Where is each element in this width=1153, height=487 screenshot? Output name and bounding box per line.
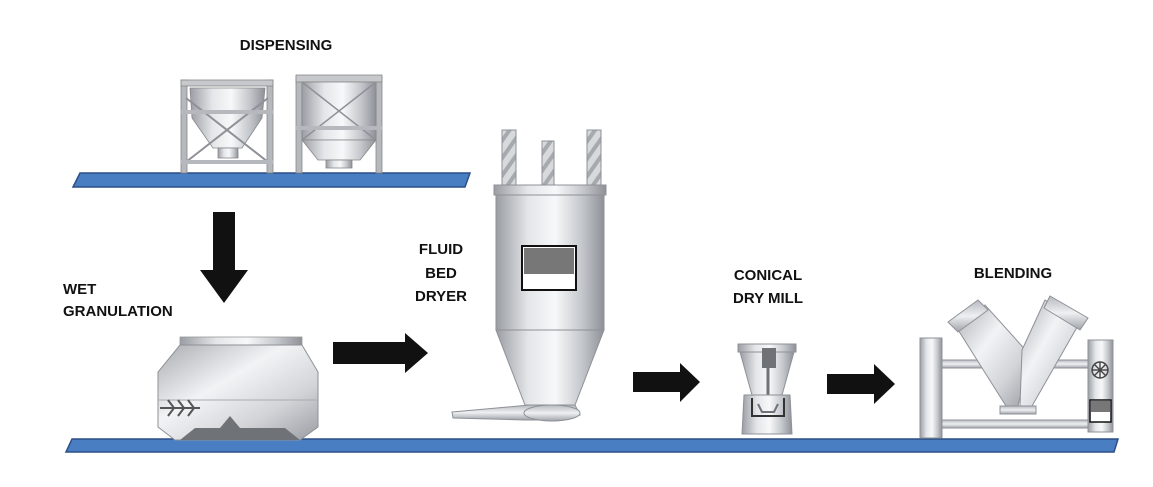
wet-granulator <box>157 336 319 441</box>
v-blender <box>919 295 1114 439</box>
conical-dry-mill <box>737 343 797 435</box>
arrow-right-icon <box>827 364 895 404</box>
label-fluid-bed-line3: DRYER <box>415 288 467 305</box>
label-fluid-bed-line1: FLUID <box>418 241 464 258</box>
lower-platform <box>64 438 1120 453</box>
upper-platform <box>71 172 472 188</box>
dispensing-bin-right <box>295 74 383 174</box>
label-wet-granulation-line1: WET <box>63 281 97 298</box>
label-wet-granulation-line2: GRANULATION <box>63 303 173 320</box>
arrow-right-icon <box>333 333 428 373</box>
label-fluid-bed-line2: BED <box>425 265 457 282</box>
fan-icon <box>1091 361 1109 379</box>
dispensing-bin-left <box>180 79 274 174</box>
arrow-right-icon <box>633 363 700 402</box>
label-conical-mill-line1: CONICAL <box>733 267 803 284</box>
label-blending: BLENDING <box>973 265 1053 282</box>
arrow-down-icon <box>200 212 248 303</box>
fluid-bed-dryer <box>451 129 607 422</box>
impeller-icon <box>160 399 200 417</box>
label-conical-mill-line2: DRY MILL <box>733 290 803 307</box>
label-dispensing: DISPENSING <box>239 37 333 54</box>
